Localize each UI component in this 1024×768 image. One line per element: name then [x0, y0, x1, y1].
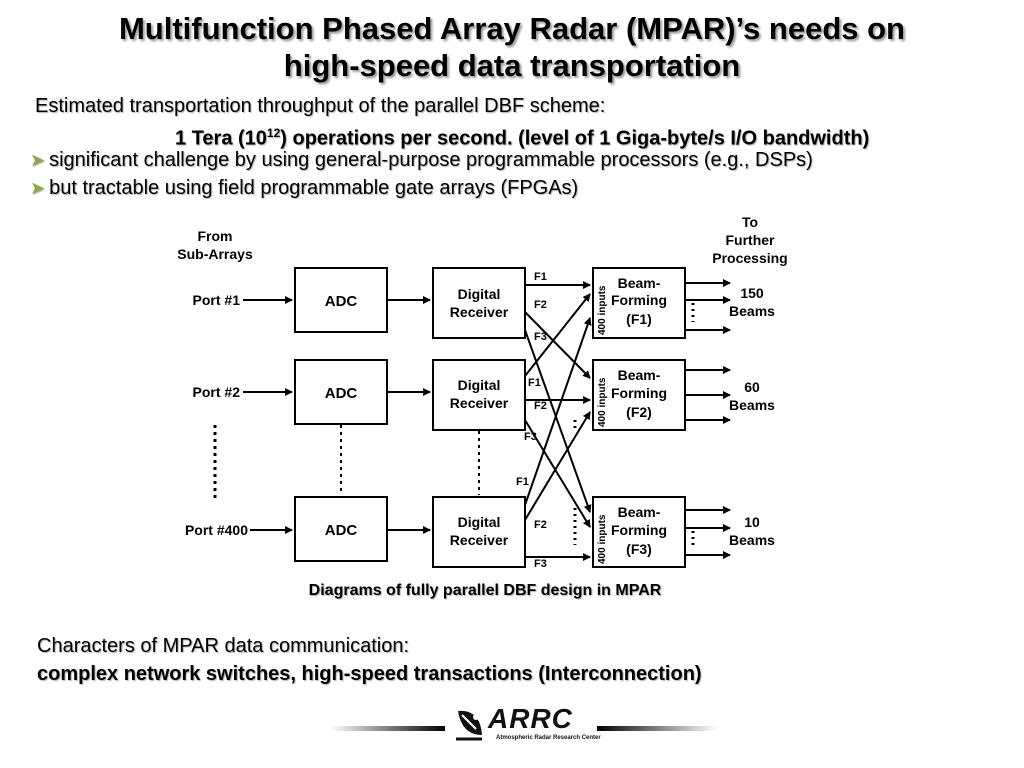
- receiver-2-f1-label: F1: [528, 377, 541, 389]
- characters-line-1: Characters of MPAR data communication:: [37, 635, 410, 657]
- beamforming-block-f2: [592, 359, 686, 431]
- f3-beams-label: Beams: [729, 532, 775, 548]
- r2-f3-arrow: [524, 419, 591, 528]
- intro-line-2-suffix: ) operations per second. (level of 1 Gig…: [280, 127, 870, 150]
- bullet-item-2-text: but tractable using field programmable g…: [49, 177, 579, 199]
- f2-beams-label: Beams: [729, 397, 775, 413]
- beamforming-f1-inputs-label: 400 inputs: [597, 285, 608, 335]
- footer-bar-left: [330, 726, 445, 731]
- receiver-block-1: [432, 267, 526, 339]
- receiver-1-f1-label: F1: [534, 271, 547, 283]
- beamforming-f2-label-line-1: Beam-: [618, 367, 661, 383]
- receiver-400-f3-label: F3: [534, 558, 547, 570]
- beamforming-f2-label-line-3: (F2): [626, 404, 652, 420]
- receiver-1-label-line-2: Receiver: [450, 304, 509, 320]
- slide-title: Multifunction Phased Array Radar (MPAR)’…: [0, 10, 1024, 84]
- r1-f3-arrow: [524, 329, 592, 513]
- receiver-1-f3-label: F3: [534, 331, 547, 343]
- receiver-2-label-line-2: Receiver: [450, 395, 509, 411]
- r400-f1-arrow: [524, 317, 592, 506]
- logo-subtitle: Atmospheric Radar Research Center: [496, 735, 601, 741]
- arrc-logo: ARRC Atmospheric Radar Research Center: [452, 703, 601, 745]
- receiver-2-label-line-1: Digital: [458, 377, 501, 393]
- receiver-400-f1-label: F1: [516, 476, 529, 488]
- title-line-2: high-speed data transportation: [283, 48, 741, 83]
- beamforming-f2-label-line-2: Forming: [611, 385, 667, 401]
- f1-beams-label: Beams: [729, 303, 775, 319]
- from-label-line-1: From: [198, 228, 233, 244]
- beamforming-f1-label-line-3: (F1): [626, 311, 652, 327]
- receiver-400-label-line-1: Digital: [458, 514, 501, 530]
- to-label-line-2: Further: [726, 232, 776, 248]
- triangle-bullet-icon: ➤: [30, 178, 46, 198]
- bullet-item-1-text: significant challenge by using general-p…: [49, 149, 813, 171]
- beamforming-f3-inputs-label: 400 inputs: [597, 514, 608, 564]
- receiver-400-f2-label: F2: [534, 519, 547, 531]
- footer-bar-right: [597, 726, 717, 731]
- intro-line-2: 1 Tera (1012) operations per second. (le…: [175, 121, 869, 151]
- intro-line-2-prefix: 1 Tera (10: [175, 127, 267, 150]
- from-label-line-2: Sub-Arrays: [177, 246, 253, 262]
- adc-block-400: [294, 496, 388, 562]
- beamforming-f3-label-line-2: Forming: [611, 522, 667, 538]
- adc-label-2: ADC: [325, 385, 358, 402]
- port-label-1: Port #1: [193, 292, 241, 308]
- receiver-1-f2-label: F2: [534, 299, 547, 311]
- receiver-block-2: [432, 359, 526, 431]
- f3-beams-count: 10: [744, 514, 760, 530]
- beamforming-f2-inputs-label: 400 inputs: [597, 377, 608, 427]
- receiver-2-f2-label: F2: [534, 400, 547, 412]
- receiver-400-label-line-2: Receiver: [450, 532, 509, 548]
- to-label-line-1: To: [742, 214, 758, 230]
- adc-block-2: [294, 359, 388, 425]
- receiver-block-400: [432, 496, 526, 568]
- bullet-item-2: ➤but tractable using field programmable …: [30, 176, 578, 200]
- radar-dish-icon: [456, 710, 482, 741]
- intro-line-2-exponent: 12: [266, 126, 281, 140]
- beamforming-block-f1: [592, 267, 686, 339]
- bullet-item-1: ➤significant challenge by using general-…: [30, 148, 813, 172]
- receiver-1-label-line-1: Digital: [458, 286, 501, 302]
- to-label-line-3: Processing: [712, 250, 787, 266]
- diagram-caption: Diagrams of fully parallel DBF design in…: [308, 582, 662, 599]
- f1-beams-count: 150: [740, 285, 764, 301]
- intro-line-1: Estimated transportation throughput of t…: [35, 95, 606, 117]
- beamforming-block-f3: [592, 496, 686, 568]
- characters-line-2: complex network switches, high-speed tra…: [37, 663, 702, 685]
- beamforming-f3-label-line-1: Beam-: [618, 504, 661, 520]
- adc-label-1: ADC: [325, 293, 358, 310]
- port-label-2: Port #2: [193, 384, 241, 400]
- logo-name: ARRC: [488, 703, 573, 734]
- adc-label-400: ADC: [325, 522, 358, 539]
- f2-beams-count: 60: [744, 379, 760, 395]
- triangle-bullet-icon: ➤: [30, 150, 46, 170]
- port-label-400: Port #400: [185, 522, 248, 538]
- r400-f2-arrow: [524, 411, 591, 521]
- title-line-1: Multifunction Phased Array Radar (MPAR)’…: [118, 11, 905, 46]
- r1-f2-arrow: [524, 311, 591, 379]
- beamforming-f1-label-line-1: Beam-: [618, 275, 661, 291]
- beamforming-f3-label-line-3: (F3): [626, 541, 652, 557]
- r2-f1-arrow: [524, 293, 591, 377]
- beamforming-f1-label-line-2: Forming: [611, 292, 667, 308]
- adc-block-1: [294, 267, 388, 333]
